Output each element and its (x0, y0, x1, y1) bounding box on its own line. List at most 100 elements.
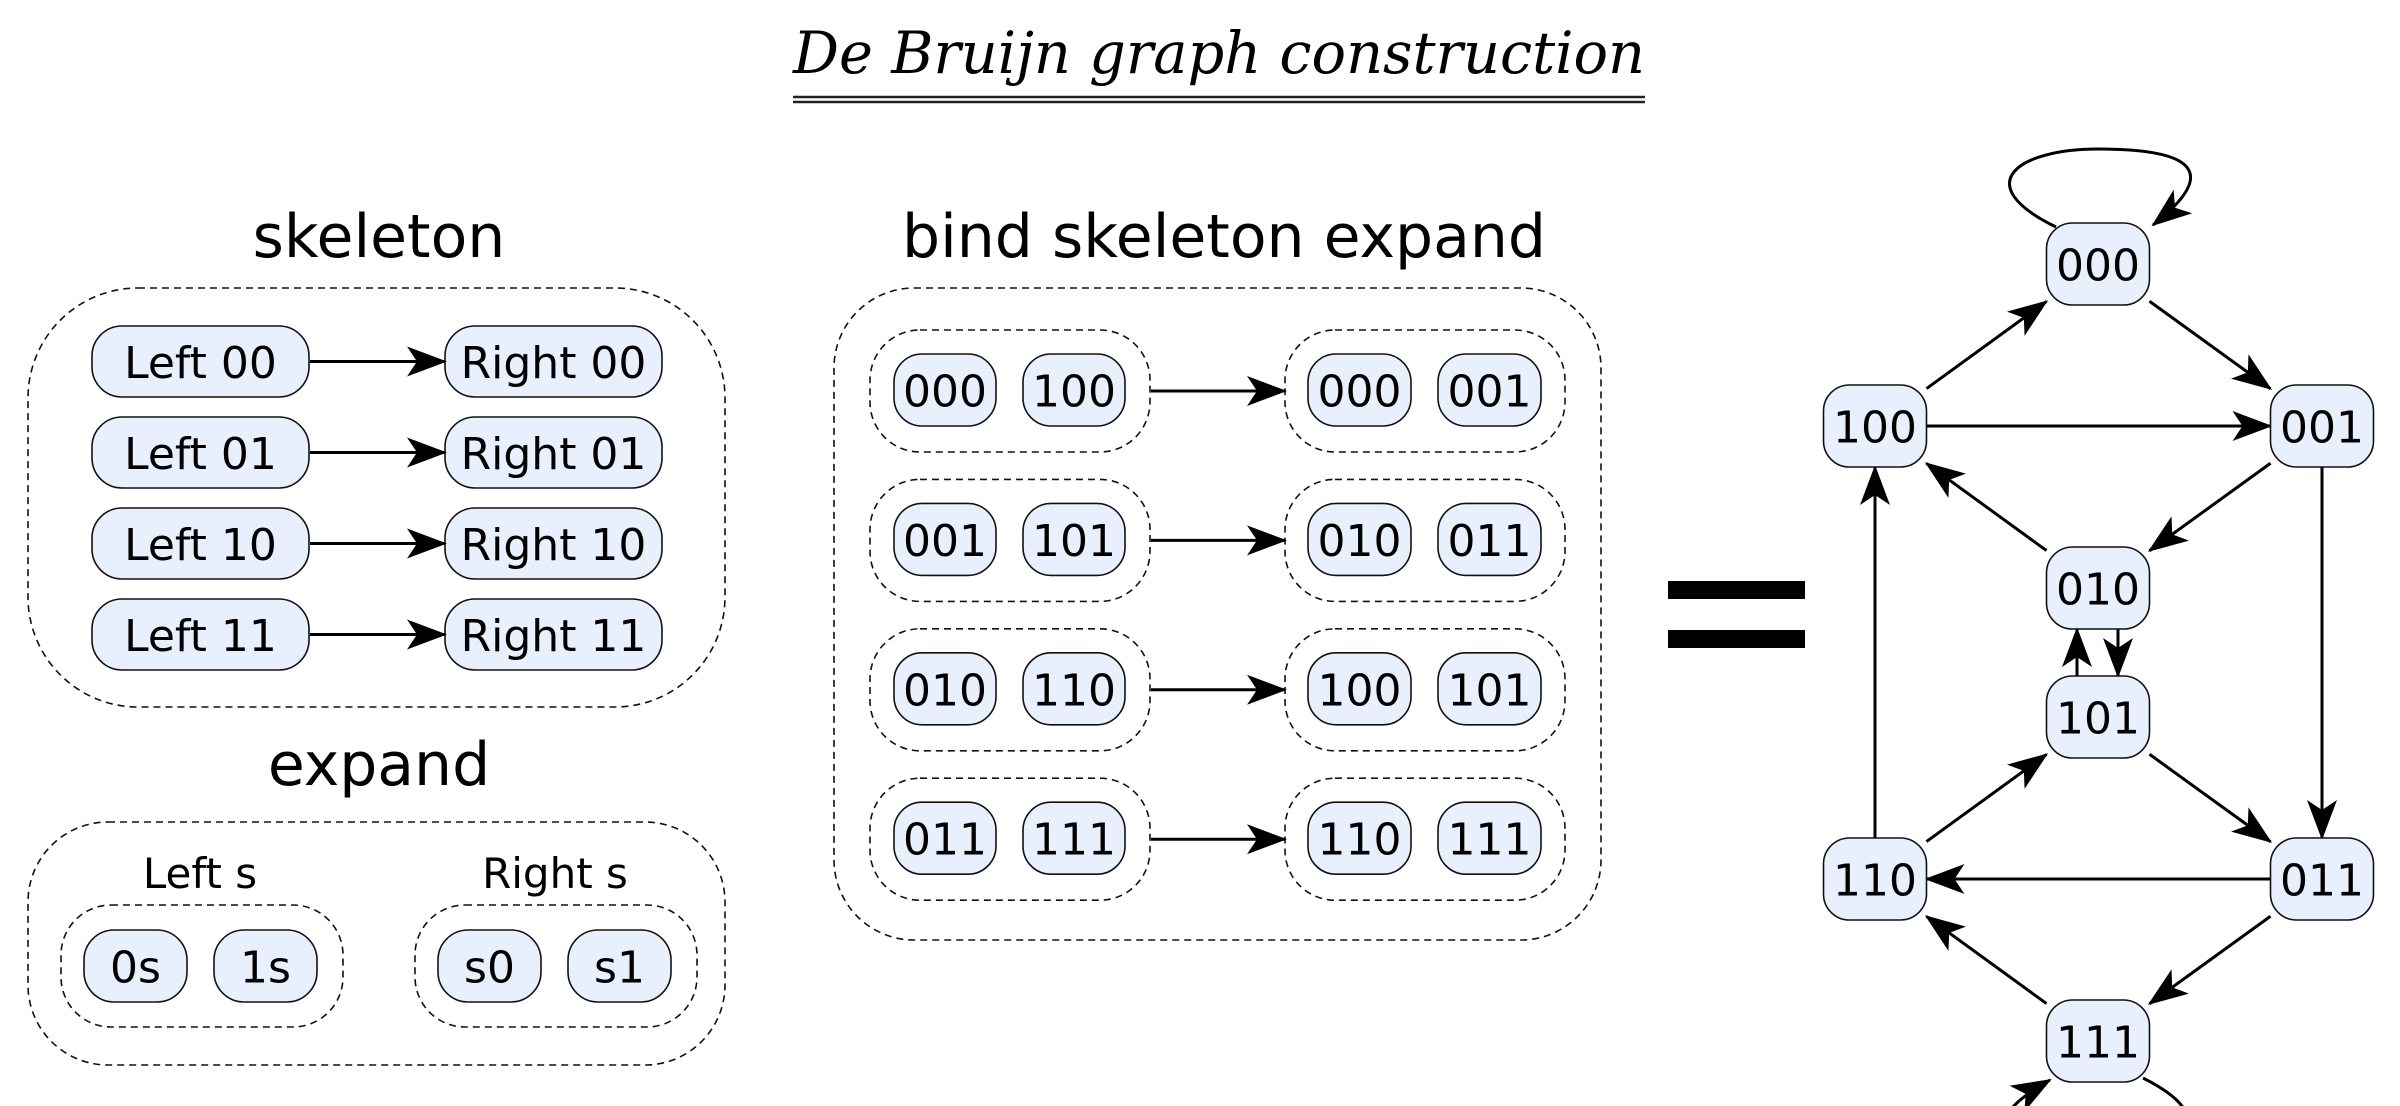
bind-to-node-label: 100 (1318, 665, 1402, 716)
bind-to-node: 001 (1437, 353, 1542, 427)
bind-from-node: 000 (893, 353, 997, 427)
graph-node-000-label: 000 (2056, 241, 2140, 292)
bind-from-node-label: 110 (1032, 665, 1116, 716)
graph-node-111-label: 111 (2056, 1018, 2140, 1069)
skeleton-left-node-label: Left 00 (124, 338, 277, 389)
expand-item-node-box (567, 929, 672, 1003)
expand-item-node-box (213, 929, 318, 1003)
expand-item-node-label: 1s (240, 943, 291, 994)
graph-node-100: 100 (1822, 384, 1928, 468)
bind-from-node: 011 (893, 801, 997, 876)
expand-item-node: s1 (567, 929, 672, 1003)
skeleton-left-node-box (91, 507, 310, 580)
bind-to-node: 100 (1307, 651, 1412, 726)
bind-from-node-box (893, 801, 997, 876)
skeleton-right-node: Right 10 (444, 507, 663, 580)
bind-from-group (869, 329, 1151, 453)
graph-node-100-label: 100 (1833, 403, 1917, 454)
expand-item-node-box (83, 929, 188, 1003)
expand-group-container (60, 904, 344, 1028)
bind-to-node: 111 (1437, 801, 1542, 876)
graph-node-001-label: 001 (2280, 403, 2364, 454)
expand-item-node-box (437, 929, 542, 1003)
graph-edge-011-111 (2147, 915, 2272, 1005)
bind-from-node-label: 010 (903, 665, 987, 716)
expand-item-node-label: s1 (594, 943, 645, 994)
bind-to-node: 101 (1437, 651, 1542, 726)
bind-to-node-label: 001 (1448, 367, 1532, 418)
expand-item-node-label: s0 (464, 943, 515, 994)
bind-to-node-box (1307, 353, 1412, 427)
bind-row: 011 111 110 111 (869, 777, 1566, 902)
bind-to-node-box (1437, 651, 1542, 726)
equals-bar-top (1668, 581, 1805, 599)
graph-node-001-box (2269, 384, 2375, 468)
bind-from-node: 001 (893, 502, 997, 577)
bind-to-node: 000 (1307, 353, 1412, 427)
graph-edge-100-000 (1925, 300, 2049, 390)
bind-from-node: 110 (1022, 651, 1126, 726)
bind-to-node-box (1307, 502, 1412, 577)
bind-from-group (869, 478, 1151, 603)
skeleton-rows: Left 00 Right 00 Left 01 Right 01 Left 10 Rig… (91, 325, 663, 671)
skeleton-left-node: Left 01 (91, 416, 310, 489)
graph-node-010-box (2045, 546, 2151, 630)
bind-from-node: 101 (1022, 502, 1126, 577)
bind-to-node-box (1437, 353, 1542, 427)
graph-edge-010-100 (1924, 462, 2048, 552)
bind-to-node-label: 110 (1318, 815, 1402, 866)
graph-edge-000-000 (2008, 147, 2193, 229)
bind-from-node-label: 001 (903, 516, 987, 567)
bind-from-node-label: 011 (903, 815, 987, 866)
graph-node-000-box (2045, 222, 2151, 306)
bind-to-node: 011 (1437, 502, 1542, 577)
skeleton-right-node-label: Right 01 (461, 429, 647, 480)
expand-heading: expand (268, 730, 490, 800)
expand-item-node-label: 0s (110, 943, 161, 994)
graph-node-000: 000 (2045, 222, 2151, 306)
skeleton-right-node: Right 01 (444, 416, 663, 489)
bind-from-node-label: 000 (903, 367, 987, 418)
page-title: De Bruijn graph construction (792, 19, 1645, 87)
graph-node-110-box (1822, 837, 1928, 921)
expand-group-label: Left s (143, 849, 257, 898)
bind-from-node-box (893, 651, 997, 726)
bind-to-node: 110 (1307, 801, 1412, 876)
bind-from-node-box (893, 502, 997, 577)
bind-to-node-box (1437, 502, 1542, 577)
skeleton-row: Left 01 Right 01 (91, 416, 663, 489)
skeleton-left-node-label: Left 10 (124, 520, 277, 571)
expand-item-node: s0 (437, 929, 542, 1003)
skeleton-left-node-label: Left 01 (124, 429, 277, 480)
expand-group: Left s 0s 1s (60, 849, 344, 1028)
bind-from-node-box (1022, 651, 1126, 726)
skeleton-left-node: Left 10 (91, 507, 310, 580)
expand-container (27, 821, 726, 1066)
skeleton-right-node: Right 00 (444, 325, 663, 398)
graph-node-111-box (2045, 999, 2151, 1083)
title-block: De Bruijn graph construction (792, 19, 1645, 104)
bind-to-node-label: 000 (1318, 367, 1402, 418)
bind-from-group (869, 627, 1151, 752)
expand-item-node: 1s (213, 929, 318, 1003)
bind-container (833, 287, 1602, 941)
expand-item-node: 0s (83, 929, 188, 1003)
bind-from-node-box (893, 353, 997, 427)
bind-from-node: 111 (1022, 801, 1126, 876)
skeleton-left-node-box (91, 416, 310, 489)
graph-node-110: 110 (1822, 837, 1928, 921)
graph-node-101-box (2045, 675, 2151, 759)
graph-node-011-label: 011 (2280, 856, 2364, 907)
graph-edge-111-110 (1924, 915, 2048, 1005)
graph-node-010: 010 (2045, 546, 2151, 630)
graph-node-110-label: 110 (1833, 856, 1917, 907)
